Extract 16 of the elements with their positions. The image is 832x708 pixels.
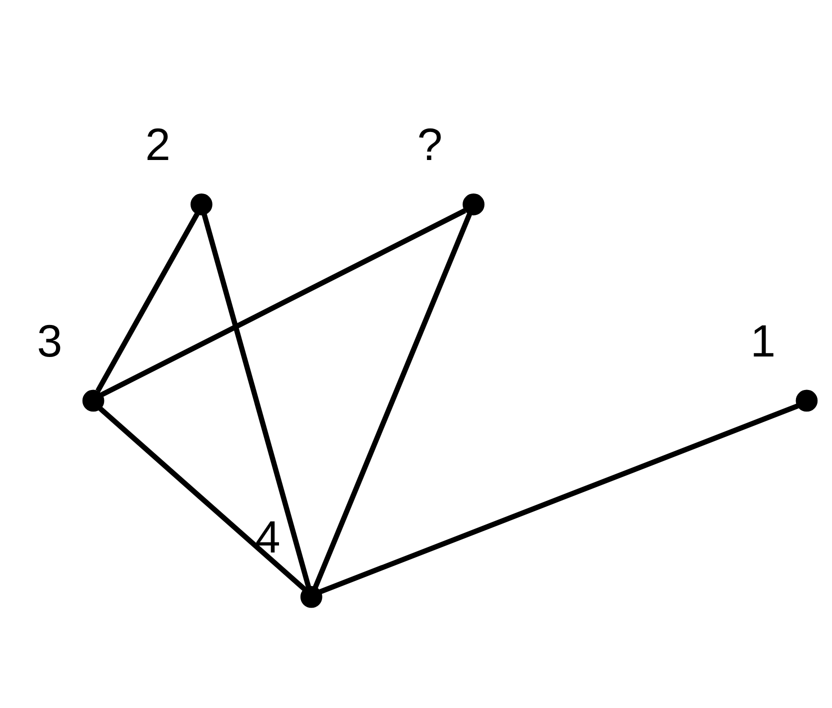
node-circle: [462, 193, 484, 215]
node-label: 3: [37, 314, 62, 366]
connector: [312, 212, 472, 588]
node-circle: [82, 389, 104, 412]
connector: [96, 212, 200, 392]
node-label: 4: [255, 511, 280, 562]
node-label: ?: [417, 118, 443, 170]
node-label: 2: [145, 118, 170, 170]
node-circle: [796, 389, 818, 412]
connector: [100, 208, 466, 397]
connector: [202, 212, 312, 588]
node-label: 1: [750, 314, 776, 366]
node-circle: [190, 193, 212, 215]
connector: [98, 406, 306, 591]
node-circle: [300, 586, 322, 608]
connector: [319, 403, 799, 594]
